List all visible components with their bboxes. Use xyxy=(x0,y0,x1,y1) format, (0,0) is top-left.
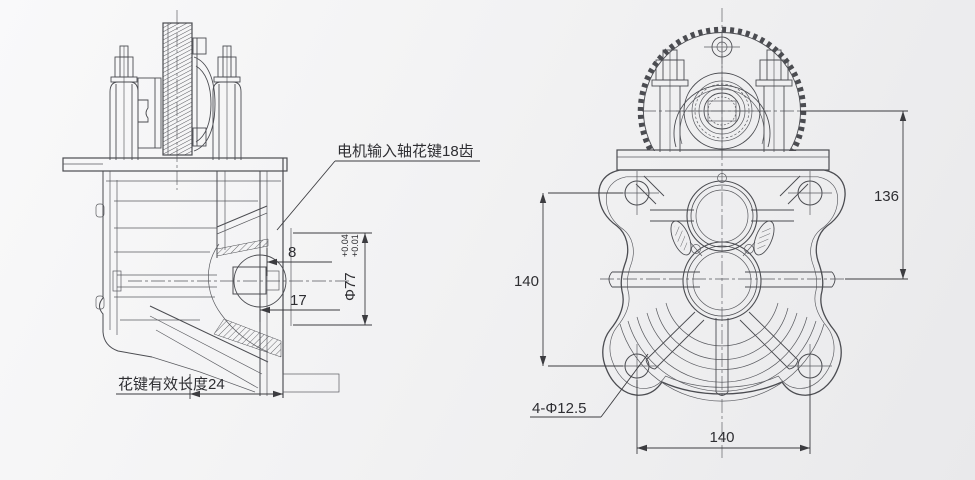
bore-tol-lower-text: +0.01 xyxy=(350,234,360,257)
side-section-view: 8 17 Φ77 +0.04 +0.01 电机输入轴花键18齿 xyxy=(62,10,480,399)
gear-side-bracket xyxy=(192,37,216,152)
side-flange xyxy=(62,157,288,172)
side-housing-body xyxy=(95,158,340,398)
holes-callout-text: 4-Φ12.5 xyxy=(532,400,587,417)
spline-callout: 电机输入轴花键18齿 xyxy=(276,143,480,231)
dimension-8: 8 xyxy=(266,244,332,276)
front-right-bolt xyxy=(755,49,793,152)
housing-ribs xyxy=(608,175,836,396)
front-left-bolt xyxy=(651,49,689,152)
spline-callout-text: 电机输入轴花键18齿 xyxy=(337,143,474,160)
cone-hatch-band xyxy=(213,318,282,358)
bearing-hub xyxy=(137,77,162,149)
mounting-hole-top-right xyxy=(788,171,832,215)
dim-140-horizontal-text: 140 xyxy=(709,429,734,446)
dim-17-text: 17 xyxy=(290,292,307,309)
front-flange xyxy=(616,149,830,171)
dimension-bore-diameter: Φ77 +0.04 +0.01 xyxy=(293,232,372,326)
input-hub xyxy=(676,66,768,156)
housing-outline-outer xyxy=(598,169,846,396)
dimension-17: 17 xyxy=(259,292,340,322)
mounting-holes xyxy=(615,171,832,388)
dim-8-text: 8 xyxy=(288,244,296,261)
bore-clips xyxy=(689,173,756,257)
dimension-140-vertical: 140 xyxy=(514,192,623,367)
holes-callout: 4-Φ12.5 xyxy=(530,353,649,418)
section-hatch-band xyxy=(216,238,269,257)
top-plug xyxy=(704,30,740,64)
housing-arcs xyxy=(619,302,825,402)
helical-gear-section xyxy=(162,22,193,156)
dim-140-vertical-text: 140 xyxy=(514,273,539,290)
dimension-spline-length: 花键有效长度24 xyxy=(116,374,283,399)
right-bolt-assembly xyxy=(212,45,242,160)
left-bolt-assembly xyxy=(109,45,139,160)
bore-dia-text: Φ77 xyxy=(342,272,359,301)
bore-tol-upper-text: +0.04 xyxy=(340,234,350,257)
spline-length-text: 花键有效长度24 xyxy=(118,376,225,393)
lower-bore xyxy=(682,241,762,321)
dimension-140-horizontal: 140 xyxy=(636,380,811,454)
oval-slots xyxy=(670,220,775,256)
dimension-136: 136 xyxy=(800,110,908,280)
front-view: 136 140 140 4-Φ12.5 xyxy=(514,8,908,458)
dim-136-text: 136 xyxy=(874,188,899,205)
housing-outline-inner xyxy=(606,176,838,389)
upper-bore xyxy=(686,180,758,252)
